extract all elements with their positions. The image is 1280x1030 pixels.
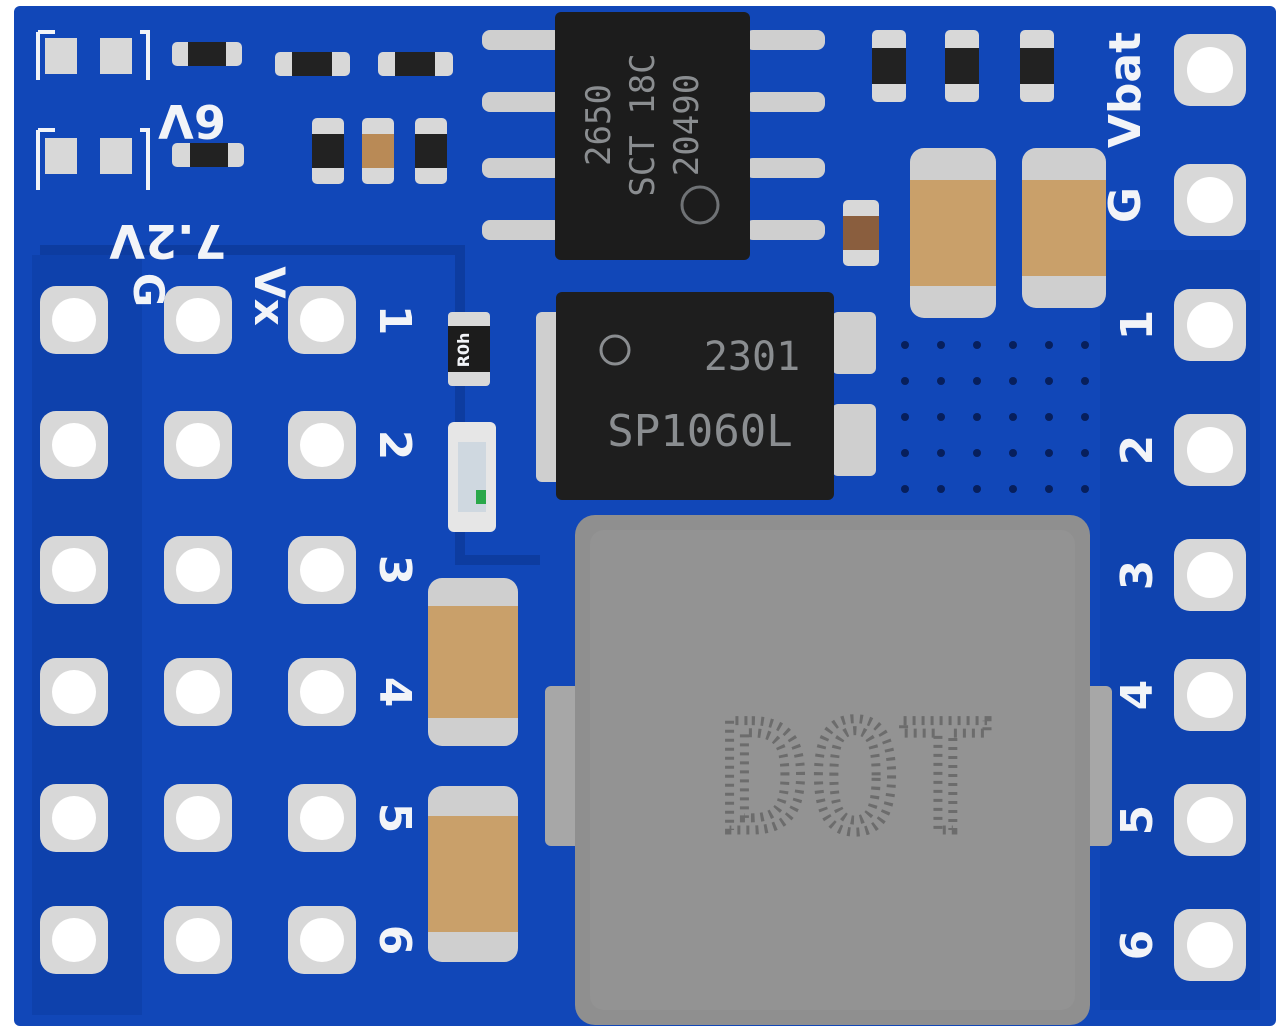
header-pin — [164, 411, 232, 479]
header-pin — [1174, 164, 1246, 236]
right-pin-number: 1 — [1112, 310, 1163, 341]
via — [1045, 413, 1053, 421]
via — [1009, 485, 1017, 493]
via — [973, 485, 981, 493]
mosfet-part-number: SP1060L — [607, 406, 792, 457]
via — [1009, 341, 1017, 349]
header-pin — [1174, 909, 1246, 981]
header-pin — [1174, 539, 1246, 611]
header-pin — [1174, 784, 1246, 856]
via — [937, 485, 945, 493]
via — [1045, 377, 1053, 385]
header-pin — [288, 906, 356, 974]
inductor-marking: DOT — [720, 692, 991, 866]
via — [901, 341, 909, 349]
header-pin — [1174, 414, 1246, 486]
left-pin-number: 5 — [369, 803, 420, 834]
copper-trace — [40, 245, 540, 565]
via — [937, 413, 945, 421]
header-pin — [164, 536, 232, 604]
regulator-ic: 2650 SCT 18C 20490 — [482, 12, 825, 260]
left-header-pins — [40, 286, 356, 974]
right-pin-number: 5 — [1112, 805, 1163, 836]
header-pin — [288, 536, 356, 604]
header-pin — [40, 658, 108, 726]
via — [1081, 413, 1089, 421]
ceramic-capacitors-top-right — [910, 148, 1106, 318]
mosfet-package: 2301 SP1060L — [536, 292, 876, 500]
via — [1009, 413, 1017, 421]
via — [1045, 341, 1053, 349]
left-vx-label: Vx — [245, 266, 294, 326]
header-pin — [288, 658, 356, 726]
resistor-r0h: R0h — [448, 312, 490, 386]
right-pin-number: 4 — [1112, 680, 1163, 711]
via — [1081, 449, 1089, 457]
voltage-jumper-pads — [36, 30, 150, 190]
via — [973, 341, 981, 349]
power-inductor: DOT — [545, 515, 1112, 1025]
right-pin-number: 6 — [1112, 930, 1163, 961]
via — [1009, 449, 1017, 457]
ceramic-capacitors-left — [428, 578, 518, 962]
left-ground-label: G — [124, 273, 173, 307]
via — [1045, 449, 1053, 457]
header-pin — [40, 286, 108, 354]
via — [973, 377, 981, 385]
header-pin — [40, 784, 108, 852]
header-pin — [40, 411, 108, 479]
via — [901, 485, 909, 493]
via — [1081, 341, 1089, 349]
via — [1009, 377, 1017, 385]
via — [973, 449, 981, 457]
header-pin — [164, 658, 232, 726]
header-pin — [164, 286, 232, 354]
via — [1081, 485, 1089, 493]
header-pin — [288, 286, 356, 354]
via — [901, 413, 909, 421]
copper-pour-right — [1100, 250, 1260, 1010]
jumper-6v-label: 6V — [158, 94, 226, 148]
regulator-marking-line-2: SCT 18C — [623, 53, 663, 196]
header-pin — [288, 411, 356, 479]
copper-pour-left — [32, 255, 142, 1015]
via — [937, 449, 945, 457]
jumper-7v2-label: 7.2V — [109, 214, 226, 268]
header-pin — [40, 906, 108, 974]
via — [901, 449, 909, 457]
thermal-vias — [901, 341, 1089, 493]
mosfet-code: 2301 — [704, 334, 800, 380]
header-pin — [164, 784, 232, 852]
header-pin — [164, 906, 232, 974]
status-led — [448, 422, 496, 532]
left-pin-number: 6 — [369, 925, 420, 956]
left-pin-number: 3 — [369, 555, 420, 586]
right-pin-number: 3 — [1112, 560, 1163, 591]
header-pin — [1174, 289, 1246, 361]
header-pin — [1174, 659, 1246, 731]
right-pin-number: 2 — [1112, 435, 1163, 466]
via — [1045, 485, 1053, 493]
resistor-marking: R0h — [454, 333, 473, 368]
left-pin-number: 1 — [369, 305, 420, 336]
left-pin-number: 2 — [369, 430, 420, 461]
header-pin — [1174, 34, 1246, 106]
right-header-pins — [1174, 34, 1246, 981]
regulator-marking-line-1: 2650 — [579, 84, 619, 166]
left-pin-number: 4 — [369, 677, 420, 708]
right-ground-label: G — [1100, 187, 1151, 223]
regulator-marking-line-3: 20490 — [667, 74, 707, 176]
header-pin — [40, 536, 108, 604]
header-pin — [288, 784, 356, 852]
smd-passives-top — [172, 30, 1054, 266]
via — [1081, 377, 1089, 385]
right-vbat-label: Vbat — [1100, 32, 1151, 148]
via — [973, 413, 981, 421]
via — [937, 341, 945, 349]
via — [937, 377, 945, 385]
via — [901, 377, 909, 385]
